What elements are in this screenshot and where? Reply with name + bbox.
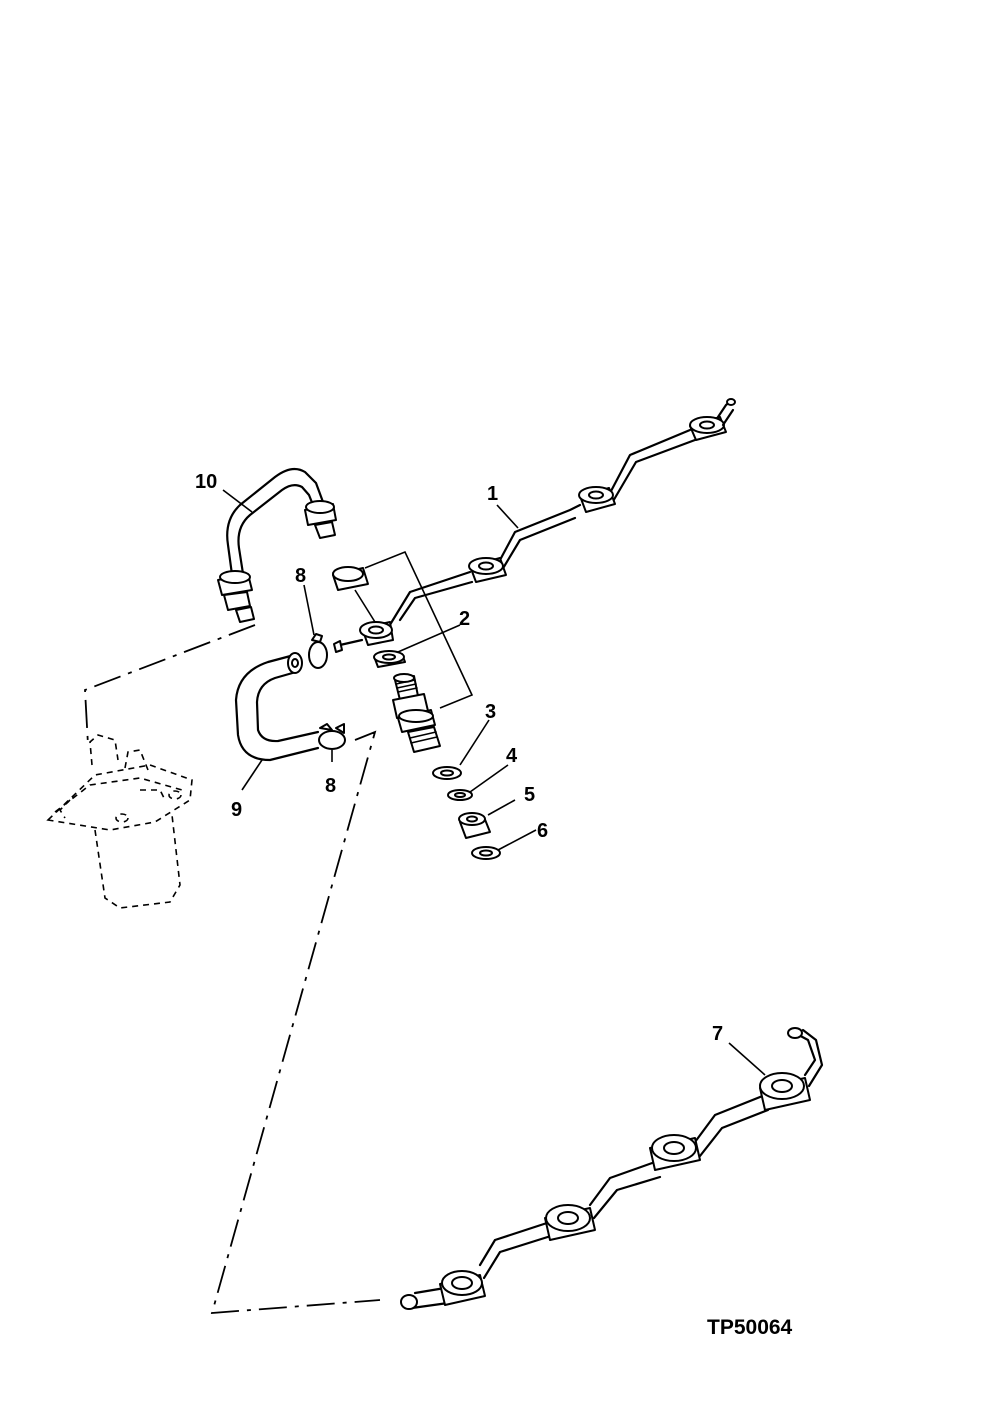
part-2-washer [373,650,406,668]
fuel-injector [392,673,441,753]
group-bracket [354,550,474,709]
part-9-return-hose [234,652,320,762]
callout-2: 2 [459,608,470,630]
callout-8-upper: 8 [295,565,306,587]
part-4-washer [447,789,473,801]
callout-6: 6 [537,820,548,842]
callout-3: 3 [485,701,496,723]
part-8-clamp-upper [308,633,328,669]
callout-4: 4 [506,745,518,767]
figure-id: TP50064 [707,1316,793,1339]
phantom-connection-lines [84,624,381,1314]
part-10-bent-tube [217,467,337,623]
part-6-washer [471,846,501,860]
part-5-cap [458,812,491,839]
part-3-washer [432,766,462,780]
part-8-clamp-lower [318,723,346,750]
callout-8-lower: 8 [325,775,336,797]
callout-5: 5 [524,784,535,806]
leader-lines [222,489,766,1076]
callout-10: 10 [195,471,217,493]
part-1-fuel-line [333,398,736,653]
callout-1: 1 [487,483,498,505]
callout-9: 9 [231,799,242,821]
injection-pump-phantom [46,734,193,909]
fitting-nut [332,566,369,591]
callout-7: 7 [712,1023,723,1045]
part-7-fuel-rail [400,1027,824,1310]
callout-labels: 1 2 3 4 5 6 7 8 8 9 10 TP50064 [195,471,793,1339]
